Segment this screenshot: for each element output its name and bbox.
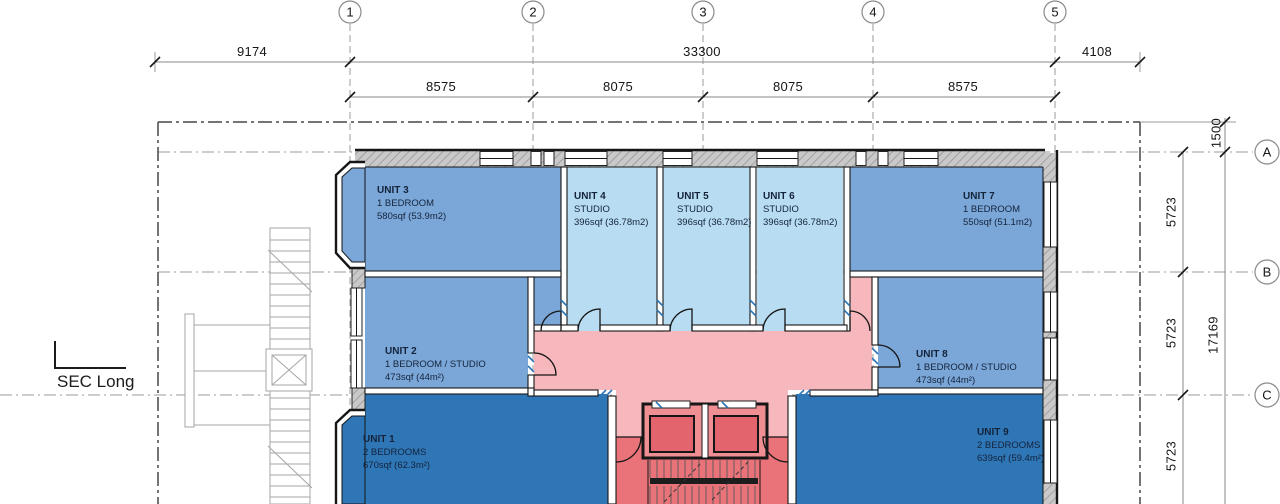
unit-type: 1 BEDROOM (963, 204, 1021, 215)
unit-7-area (850, 167, 1043, 272)
elevator-door-left (651, 400, 691, 409)
unit-name: UNIT 4 (574, 191, 606, 202)
dim-8075-left: 8075 (602, 79, 634, 94)
unit-type: STUDIO (574, 204, 610, 215)
dim-5723-ab: 5723 (1163, 196, 1179, 228)
unit-3-area (365, 167, 561, 272)
dim-1500: 1500 (1208, 117, 1224, 149)
dimension-ticks (149, 56, 1231, 401)
grid-bubble-2: 2 (529, 4, 537, 20)
left-wall (350, 254, 366, 417)
unit-type: 1 BEDROOM (377, 198, 435, 209)
unit-area: 639sqf (59.4m²) (977, 453, 1045, 464)
grid-bubble-B: B (1262, 264, 1272, 280)
grid-bubble-1: 1 (346, 4, 354, 20)
dimension-lines (149, 52, 1236, 504)
unit-4-label: UNIT 4 STUDIO 396sqf (36.78m2) (574, 190, 648, 229)
hoist-platform (265, 348, 313, 392)
door-swings (533, 308, 901, 463)
right-wall-windows (1043, 181, 1058, 484)
dim-4108: 4108 (1081, 44, 1113, 59)
unit-name: UNIT 7 (963, 191, 995, 202)
unit-9-label: UNIT 9 2 BEDROOMS 639sqf (59.4m²) (977, 426, 1044, 465)
unit-5-area (663, 167, 750, 331)
unit-area: 550sqf (51.1m2) (963, 217, 1033, 228)
unit-8-label: UNIT 8 1 BEDROOM / STUDIO 473sqf (44m²) (916, 348, 1017, 387)
dim-9174: 9174 (236, 44, 268, 59)
unit-7-label: UNIT 7 1 BEDROOM 550sqf (51.1m2) (963, 190, 1032, 229)
section-label: SEC Long (57, 372, 135, 391)
unit-4-area (567, 167, 657, 331)
dim-8575-right: 8575 (947, 79, 979, 94)
grid-bubble-4: 4 (869, 4, 877, 20)
elevator-car-right (713, 415, 759, 453)
unit-name: UNIT 6 (763, 191, 795, 202)
unit-type: STUDIO (677, 204, 713, 215)
unit-area: 396sqf (36.78m2) (677, 217, 752, 228)
elevator-door-right (717, 400, 757, 409)
top-wall-windows (479, 151, 939, 166)
grid-bubbles (338, 0, 1280, 408)
unit-name: UNIT 8 (916, 349, 948, 360)
unit-5-label: UNIT 5 STUDIO 396sqf (36.78m2) (677, 190, 751, 229)
unit-areas (342, 167, 1043, 504)
dim-17169: 17169 (1205, 316, 1221, 354)
unit-type: STUDIO (763, 204, 799, 215)
unit-1-label: UNIT 1 2 BEDROOMS 670sqf (62.3m²) (363, 433, 430, 472)
unit-8-area (878, 277, 1043, 390)
unit-type: 2 BEDROOMS (977, 440, 1041, 451)
unit-name: UNIT 3 (377, 185, 409, 196)
unit-2-area (365, 277, 528, 390)
dim-5723-cd: 5723 (1163, 440, 1179, 472)
dim-8075-right: 8075 (772, 79, 804, 94)
elevator-core (641, 400, 769, 460)
grid-bubble-C: C (1262, 387, 1272, 403)
bay-window-unit-3 (334, 160, 366, 270)
exterior-walls (334, 148, 1059, 504)
core-stair (647, 460, 761, 504)
unit-type: 1 BEDROOM / STUDIO (385, 359, 486, 370)
unit-type: 1 BEDROOM / STUDIO (916, 362, 1017, 373)
unit-area: 473sqf (44m²) (916, 375, 976, 386)
stair-handrail (650, 478, 758, 484)
dim-33300: 33300 (683, 44, 721, 59)
elevator-car-left (649, 415, 695, 453)
unit-area: 396sqf (36.78m2) (574, 217, 649, 228)
unit-area: 396sqf (36.78m2) (763, 217, 838, 228)
unit-area: 670sqf (62.3m²) (363, 460, 431, 471)
dim-8575-left: 8575 (425, 79, 457, 94)
corridor-area (534, 331, 872, 390)
dim-5723-bc: 5723 (1163, 317, 1179, 349)
unit-9-area (796, 394, 1043, 504)
opening-symbols (527, 299, 879, 409)
exterior-stair (184, 227, 313, 504)
stair-treads-exterior (267, 239, 313, 498)
bay-window-unit-1 (334, 408, 366, 504)
unit-name: UNIT 1 (363, 434, 395, 445)
unit-6-area (757, 167, 843, 331)
property-boundary-line (157, 121, 1141, 504)
unit-6-label: UNIT 6 STUDIO 396sqf (36.78m2) (763, 190, 837, 229)
grid-bubble-3: 3 (699, 4, 707, 20)
section-marker (54, 341, 126, 369)
grid-bubble-5: 5 (1051, 4, 1059, 20)
interior-walls (364, 166, 1044, 504)
unit-area: 580sqf (53.9m2) (377, 211, 447, 222)
unit-area: 473sqf (44m²) (385, 372, 445, 383)
unit-1-area (365, 394, 608, 504)
unit-type: 2 BEDROOMS (363, 447, 427, 458)
unit-name: UNIT 2 (385, 346, 417, 357)
unit-name: UNIT 9 (977, 427, 1009, 438)
unit-3-label: UNIT 3 1 BEDROOM 580sqf (53.9m2) (377, 184, 446, 223)
unit-2-label: UNIT 2 1 BEDROOM / STUDIO 473sqf (44m²) (385, 345, 486, 384)
grid-bubble-A: A (1262, 144, 1272, 160)
unit-name: UNIT 5 (677, 191, 709, 202)
